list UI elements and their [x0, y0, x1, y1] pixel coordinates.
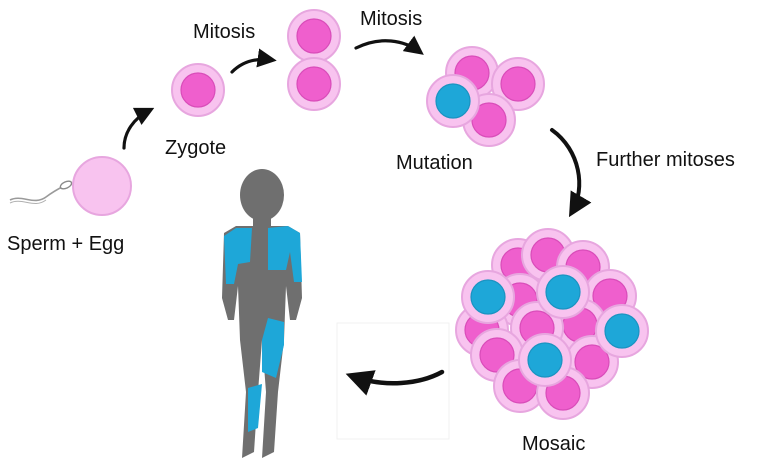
egg-cell — [72, 156, 132, 216]
two-cell-stage — [287, 9, 341, 111]
label-mitosis-2: Mitosis — [360, 8, 423, 30]
zygote-cell — [171, 63, 225, 117]
label-mosaic: Mosaic — [522, 433, 586, 455]
label-sperm-egg: Sperm + Egg — [7, 233, 125, 255]
label-mutation: Mutation — [396, 152, 473, 174]
label-mitosis-1: Mitosis — [193, 21, 256, 43]
arrow-mitosis-2 — [354, 35, 424, 55]
arrow-frame — [336, 322, 450, 440]
sperm-icon — [9, 180, 73, 204]
label-zygote: Zygote — [165, 137, 227, 159]
mutation-cluster — [426, 46, 545, 147]
arrow-to-human — [345, 369, 445, 396]
arrow-further-mitoses — [550, 128, 592, 218]
arrow-mitosis-1 — [230, 48, 277, 74]
label-further-mitoses: Further mitoses — [596, 149, 735, 171]
arrow-fertilization — [122, 107, 155, 150]
mosaic-cluster — [455, 228, 649, 420]
human-figure — [222, 169, 302, 458]
